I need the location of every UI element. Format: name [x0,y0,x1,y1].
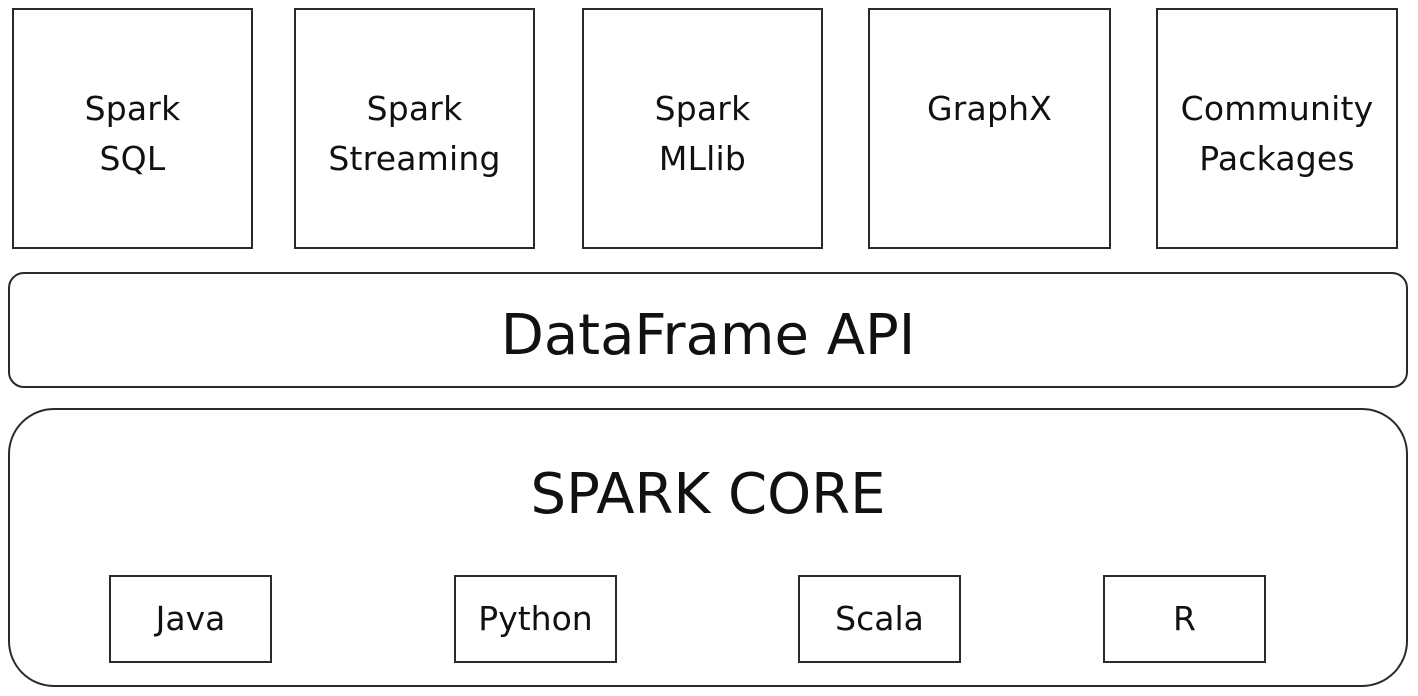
spark-mllib-label: Spark MLlib [584,84,821,184]
spark-mllib-box: Spark MLlib [582,8,823,249]
spark-sql-label: Spark SQL [14,84,251,184]
spark-core-layer: SPARK CORE Java Python Scala R [8,408,1408,687]
spark-streaming-label: Spark Streaming [296,84,533,184]
spark-sql-label-line1: Spark [84,89,181,128]
community-packages-label: Community Packages [1158,84,1396,184]
spark-streaming-box: Spark Streaming [294,8,535,249]
spark-streaming-label-line1: Spark [366,89,463,128]
dataframe-api-label: DataFrame API [500,303,916,368]
graphx-label-line1: GraphX [926,89,1053,128]
spark-mllib-label-line2: MLlib [658,139,747,178]
dataframe-api-layer: DataFrame API [8,272,1408,388]
community-packages-label-line2: Packages [1199,139,1355,178]
spark-sql-box: Spark SQL [12,8,253,249]
spark-streaming-label-line2: Streaming [328,139,501,178]
community-packages-label-line1: Community [1180,89,1374,128]
language-scala-box: Scala [798,575,961,663]
language-python-box: Python [454,575,617,663]
graphx-label: GraphX [870,84,1109,134]
language-java-box: Java [109,575,272,663]
spark-mllib-label-line1: Spark [654,89,751,128]
language-r-box: R [1103,575,1266,663]
graphx-box: GraphX [868,8,1111,249]
spark-sql-label-line2: SQL [99,139,166,178]
community-packages-box: Community Packages [1156,8,1398,249]
spark-core-label: SPARK CORE [530,462,886,527]
